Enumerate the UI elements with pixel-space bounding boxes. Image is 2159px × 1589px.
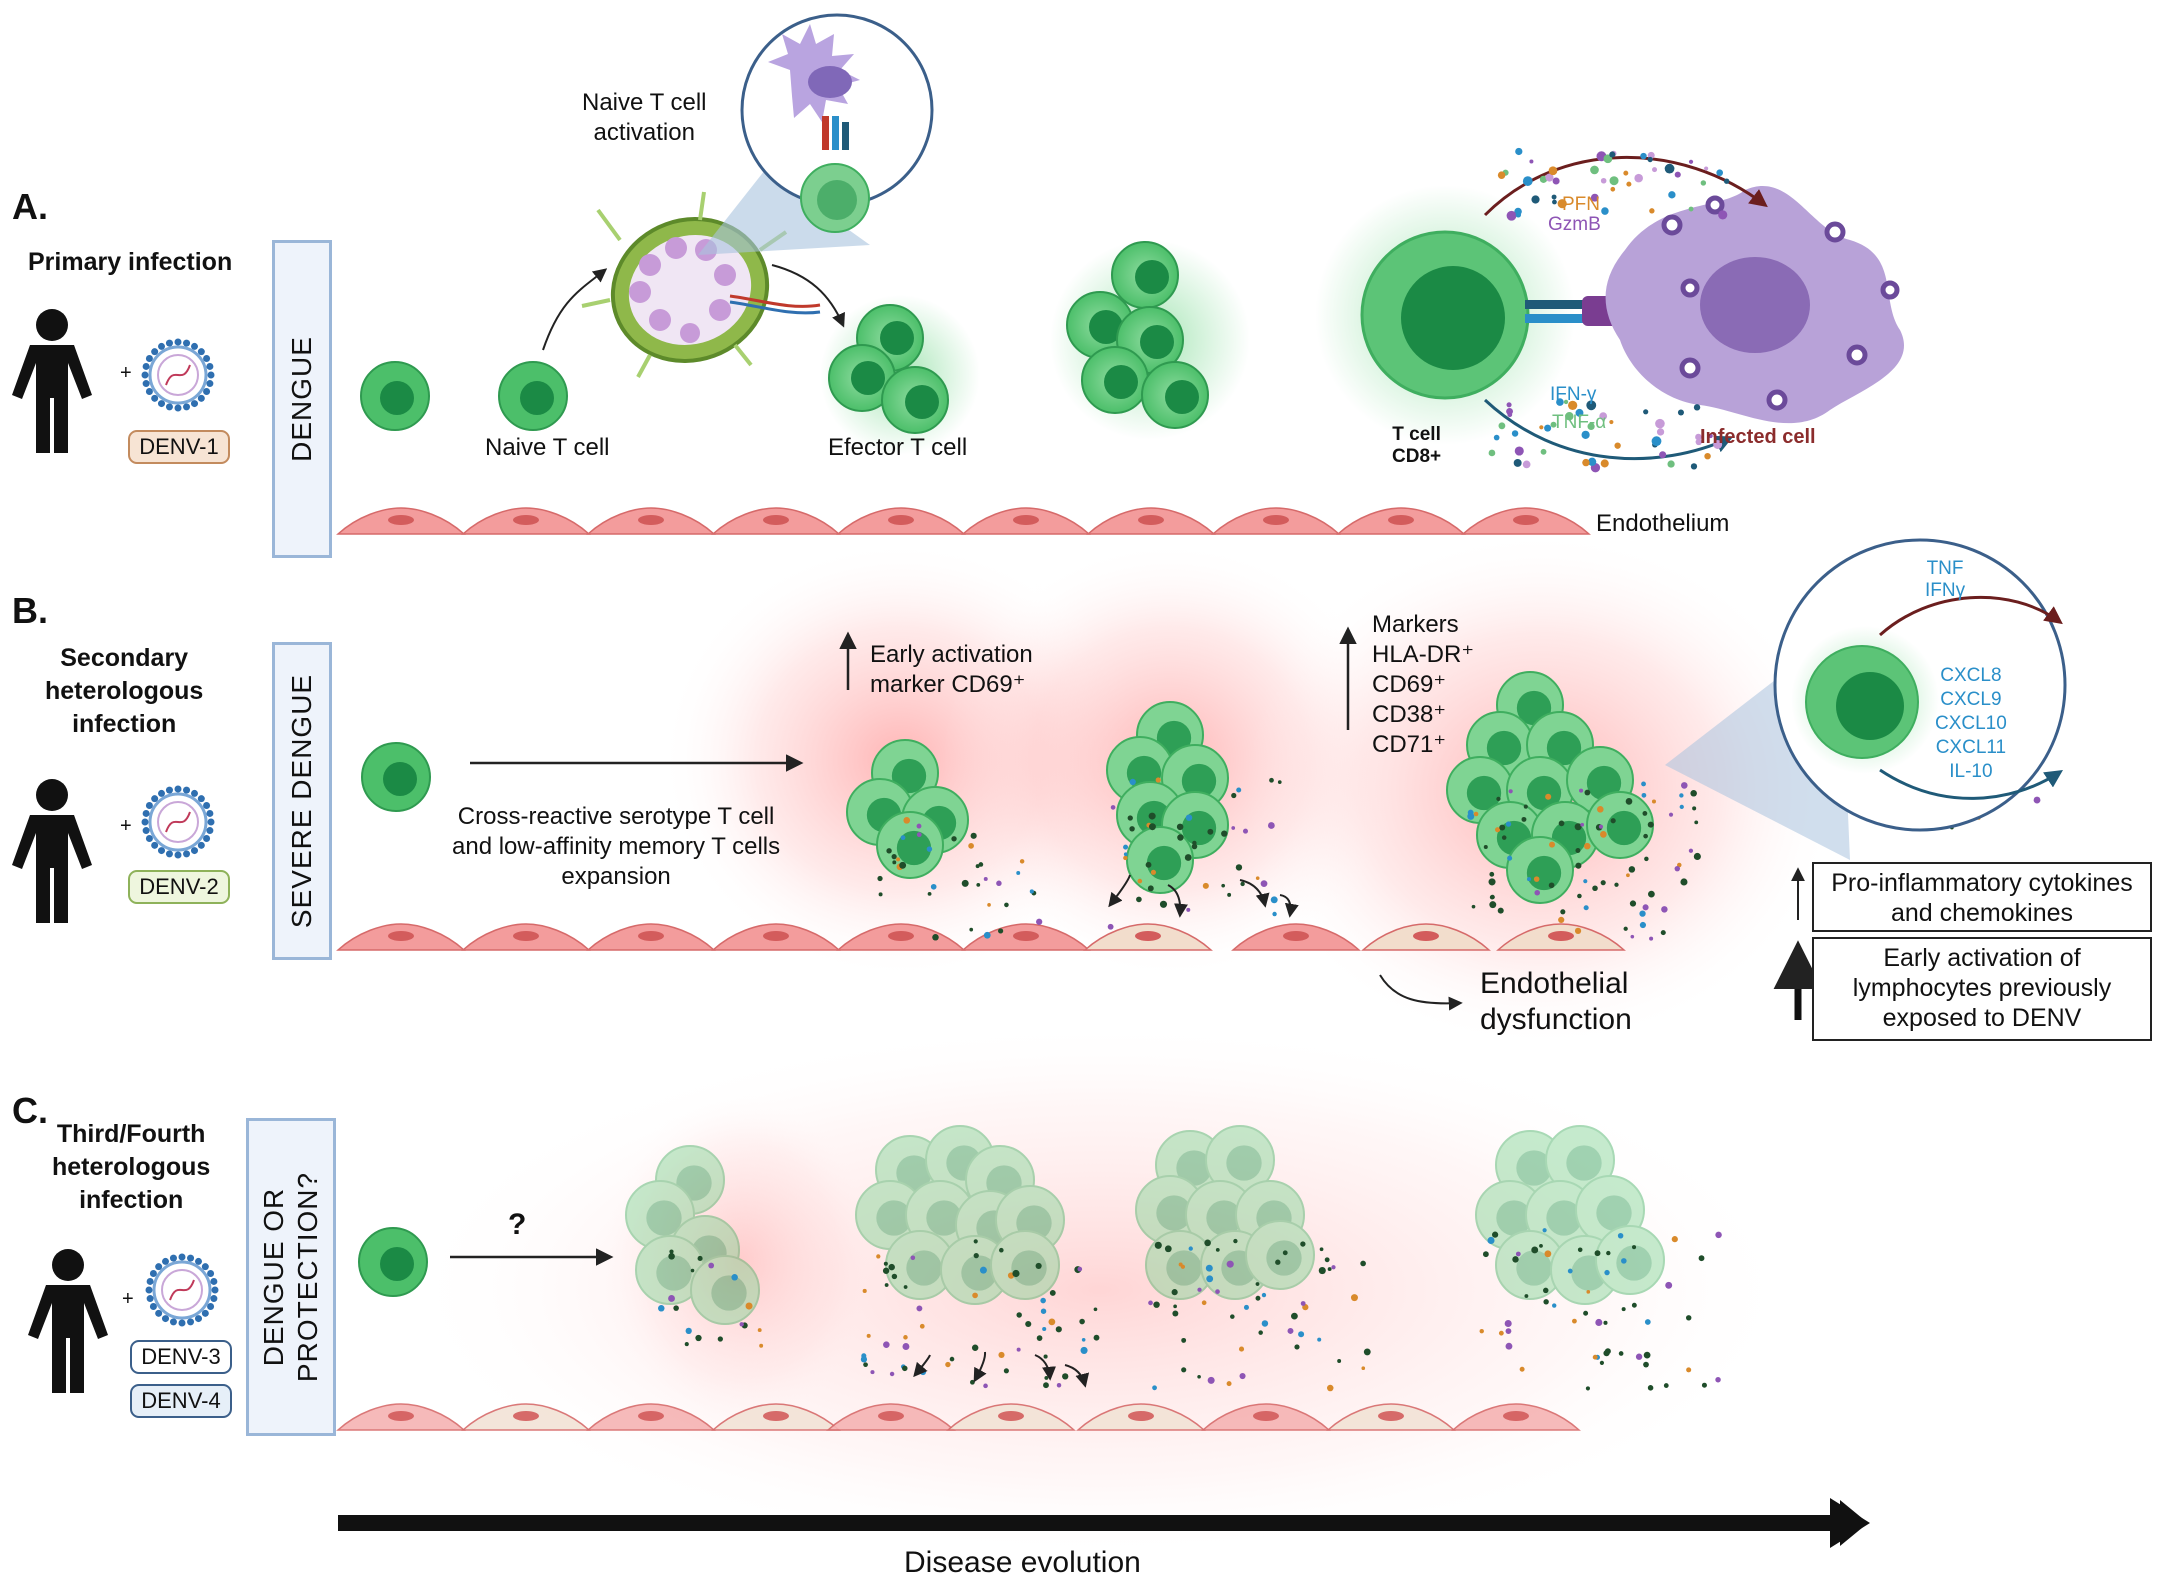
person-icon: [12, 309, 92, 453]
dengue-virus-icon: [141, 338, 215, 412]
naive-t-cell: [360, 361, 430, 431]
panel-a-letter: A.: [12, 186, 48, 227]
cd8-t-cell: [1315, 185, 1575, 445]
expanding-t-cell-cluster: [1446, 671, 1654, 904]
plus-sign: +: [120, 815, 132, 837]
naive-t-cell: [498, 361, 568, 431]
ifn-gamma-label: IFN-γ: [1550, 384, 1597, 405]
effector-t-cells: [1050, 240, 1250, 440]
diagnosis-label: SEVERE DENGUE: [286, 673, 317, 929]
dengue-virus-icon: [145, 1253, 219, 1327]
infected-cell-label: Infected cell: [1700, 426, 1816, 448]
expanding-t-cell-cluster: [846, 739, 969, 879]
panel-b-letter: B.: [12, 590, 48, 631]
cytokine-dots-a: [1488, 147, 1730, 473]
disease-evolution-arrow: [338, 1498, 1870, 1548]
tnf-ifn-label: TNF IFNγ: [1925, 558, 1966, 601]
markers-label: Markers HLA-DR⁺ CD69⁺ CD38⁺ CD71⁺: [1372, 611, 1475, 758]
serotype-tag-denv4: DENV-4: [130, 1384, 232, 1418]
endothelium-label: Endothelium: [1596, 510, 1730, 537]
plus-sign: +: [120, 362, 132, 384]
endothelium-b: [336, 923, 1626, 951]
person-icon: [28, 1249, 108, 1393]
serotype-tag-denv3: DENV-3: [130, 1340, 232, 1374]
early-activation-box: Early activation of lymphocytes previous…: [1812, 937, 2152, 1041]
gzmb-label: GzmB: [1548, 214, 1601, 235]
plus-sign: +: [122, 1288, 134, 1310]
disease-evolution-label: Disease evolution: [904, 1546, 1141, 1579]
chemokine-list: CXCL8 CXCL9 CXCL10 CXCL11 IL-10: [1935, 665, 2007, 782]
pfn-label: PFN: [1562, 194, 1600, 215]
effector-t-cell-label: Efector T cell: [828, 434, 968, 461]
endothelium-a: [336, 507, 1591, 535]
inflammation-halos: [400, 530, 1840, 1560]
expanding-t-cell-cluster: [625, 1145, 760, 1325]
diagnosis-panel-c: DENGUE OR PROTECTION?: [246, 1118, 336, 1436]
person-icon: [12, 779, 92, 923]
cytokine-dots-c: [658, 1228, 1722, 1392]
endothelium-c: [336, 1403, 1581, 1431]
third-fourth-infection-label: Third/Fourth heterologous infection: [52, 1120, 211, 1214]
serotype-tag-denv1: DENV-1: [128, 430, 230, 464]
diagnosis-label: DENGUE: [286, 336, 317, 462]
memory-t-cell: [358, 1227, 428, 1297]
expanding-t-cell-cluster: [1475, 1125, 1665, 1305]
naive-t-cell-label: Naive T cell: [485, 434, 610, 461]
cd8-t-cell-label: T cell CD8+: [1392, 424, 1442, 467]
panel-c-letter: C.: [12, 1090, 48, 1131]
expanding-t-cell-cluster: [1106, 701, 1229, 894]
diagnosis-label: DENGUE OR PROTECTION?: [258, 1171, 323, 1383]
early-activation-marker-label: Early activation marker CD69⁺: [870, 641, 1033, 698]
effector-t-cells: [820, 295, 980, 455]
dysfunction-arrow: [1379, 974, 1463, 1011]
diagnosis-panel-b: SEVERE DENGUE: [272, 642, 332, 960]
endothelial-dysfunction-label: Endothelial dysfunction: [1480, 967, 1632, 1036]
serotype-tag-denv2: DENV-2: [128, 870, 230, 904]
diagnosis-panel-a: DENGUE: [272, 240, 332, 558]
infected-cell: [1605, 185, 1904, 424]
tnf-alpha-label: TNF-α: [1552, 412, 1607, 433]
primary-infection-label: Primary infection: [28, 248, 233, 276]
dengue-virus-icon: [141, 785, 215, 859]
zoom-cone: [698, 170, 870, 255]
zoom-circle-activation: [740, 13, 934, 233]
secondary-infection-label: Secondary heterologous infection: [45, 644, 204, 738]
lymph-node: [581, 191, 821, 378]
zoom-circle-cytokines: [1773, 538, 2067, 832]
pro-inflammatory-box: Pro-inflammatory cytokines and chemokine…: [1812, 862, 2152, 932]
memory-t-cell: [361, 742, 431, 812]
expanding-t-cell-cluster: [855, 1125, 1065, 1305]
naive-activation-label: Naive T cell activation: [582, 89, 707, 146]
expansion-label: Cross-reactive serotype T cell and low-a…: [452, 803, 781, 890]
question-mark: ?: [508, 1208, 527, 1241]
